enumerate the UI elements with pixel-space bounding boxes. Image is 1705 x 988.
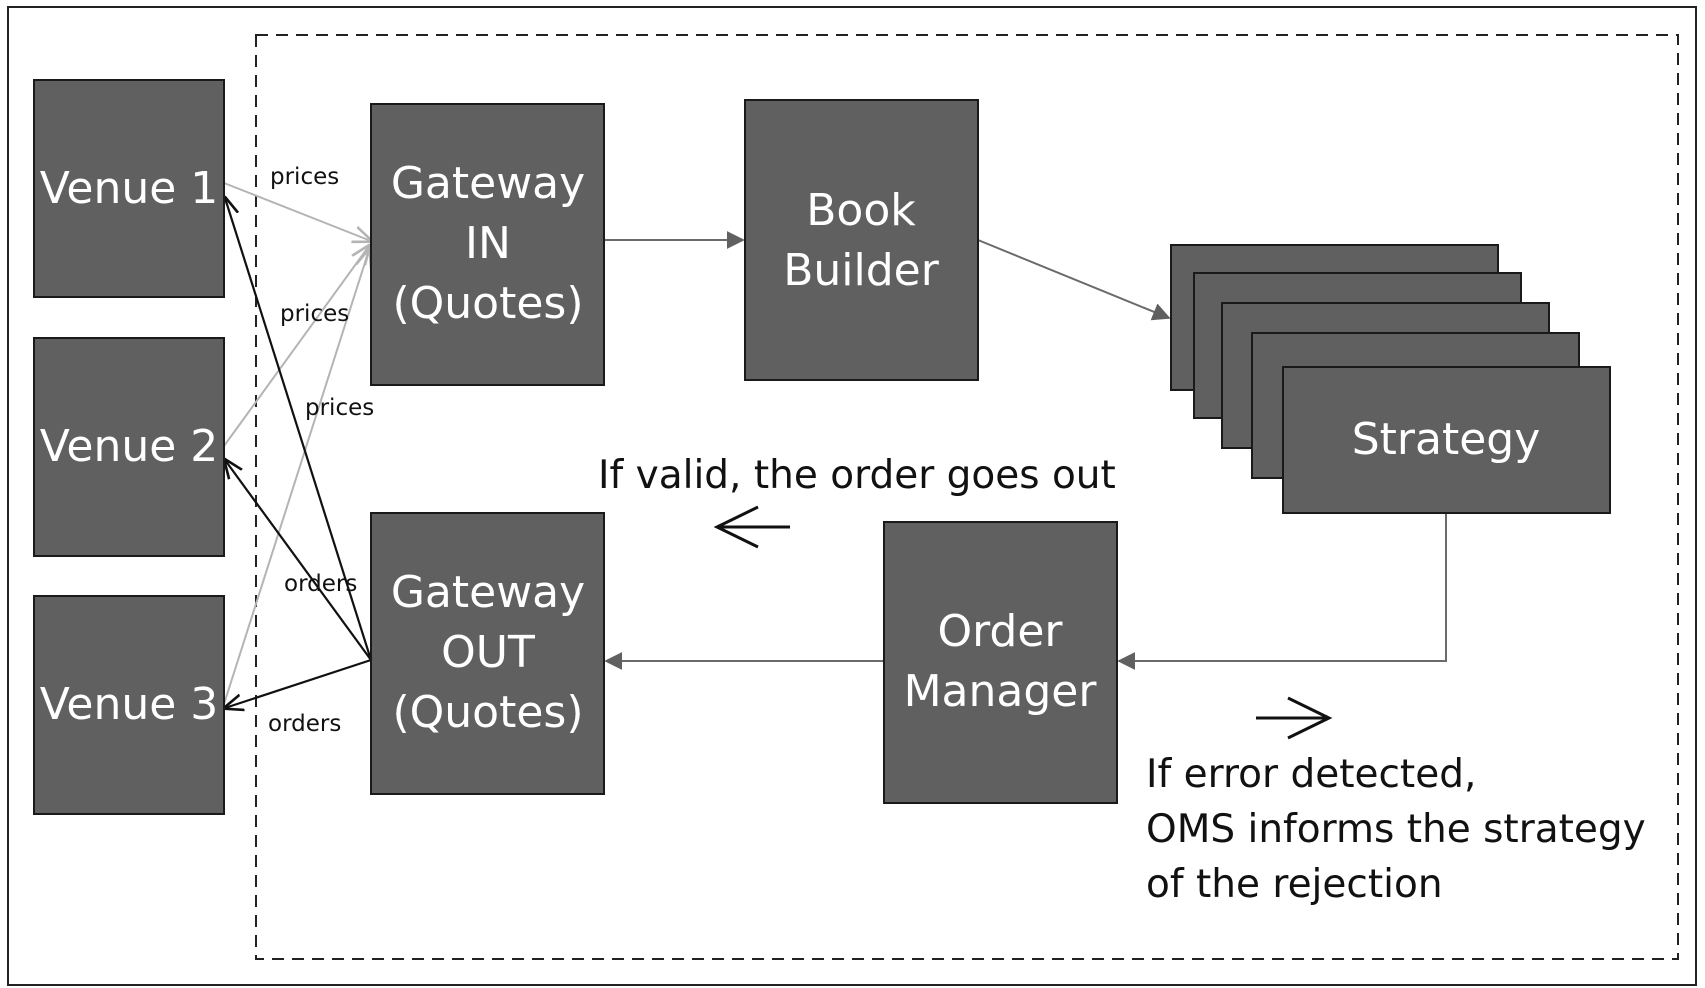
edge-strategy-ordermanager [1117, 513, 1447, 670]
node-gateway-in-line-1: Gateway [391, 158, 585, 209]
edge-venue2-prices [223, 246, 369, 447]
node-venue-1: Venue 1 [33, 79, 225, 298]
node-order-manager-line-2: Manager [904, 666, 1098, 717]
note-error-line-1: If error detected, [1146, 752, 1476, 797]
strategy-layer-5 [1282, 366, 1611, 514]
edge-venue1-prices [223, 182, 371, 241]
node-gateway-in-line-3: (Quotes) [392, 278, 583, 329]
node-book-builder-line-1: Book [806, 185, 916, 236]
edge-orders-venue2 [225, 460, 372, 661]
node-order-manager-line-1: Order [937, 606, 1063, 657]
node-strategy-label: Strategy [1352, 414, 1541, 465]
node-venue-3: Venue 3 [33, 595, 225, 815]
edge-orders-venue3 [225, 658, 372, 708]
node-strategy-stack: Strategy [1170, 244, 1611, 514]
node-order-manager: Order Manager [883, 521, 1118, 804]
note-error-line-3: of the rejection [1146, 862, 1443, 907]
system-boundary [255, 34, 1679, 960]
edge-label-orders-upper: orders [284, 571, 357, 597]
node-book-builder-line-2: Builder [783, 245, 940, 296]
outer-frame [7, 6, 1697, 986]
node-venue-2-label: Venue 2 [40, 421, 219, 472]
edge-orders-venue1 [225, 198, 373, 661]
edge-bookbuilder-strategy [977, 239, 1171, 321]
node-venue-3-label: Venue 3 [40, 679, 219, 730]
node-gateway-in-line-2: IN [465, 218, 511, 269]
node-venue-1-label: Venue 1 [40, 163, 219, 214]
node-gateway-out-line-3: (Quotes) [392, 687, 583, 738]
edge-venue3-prices [223, 250, 369, 705]
node-book-builder: Book Builder [744, 99, 979, 381]
edge-label-prices-venue3: prices [305, 395, 374, 421]
node-venue-2: Venue 2 [33, 337, 225, 557]
note-valid: If valid, the order goes out [598, 453, 1116, 498]
edge-label-orders-lower: orders [268, 711, 341, 737]
node-gateway-out-line-2: OUT [441, 627, 535, 678]
node-gateway-out-line-1: Gateway [391, 567, 585, 618]
left-arrow-icon [713, 505, 790, 549]
right-arrow-icon [1256, 696, 1333, 740]
node-gateway-in: Gateway IN (Quotes) [370, 103, 605, 386]
edge-label-prices-venue1: prices [270, 164, 339, 190]
note-error-line-2: OMS informs the strategy [1146, 807, 1646, 852]
node-gateway-out: Gateway OUT (Quotes) [370, 512, 605, 795]
edge-label-prices-venue2: prices [280, 301, 349, 327]
